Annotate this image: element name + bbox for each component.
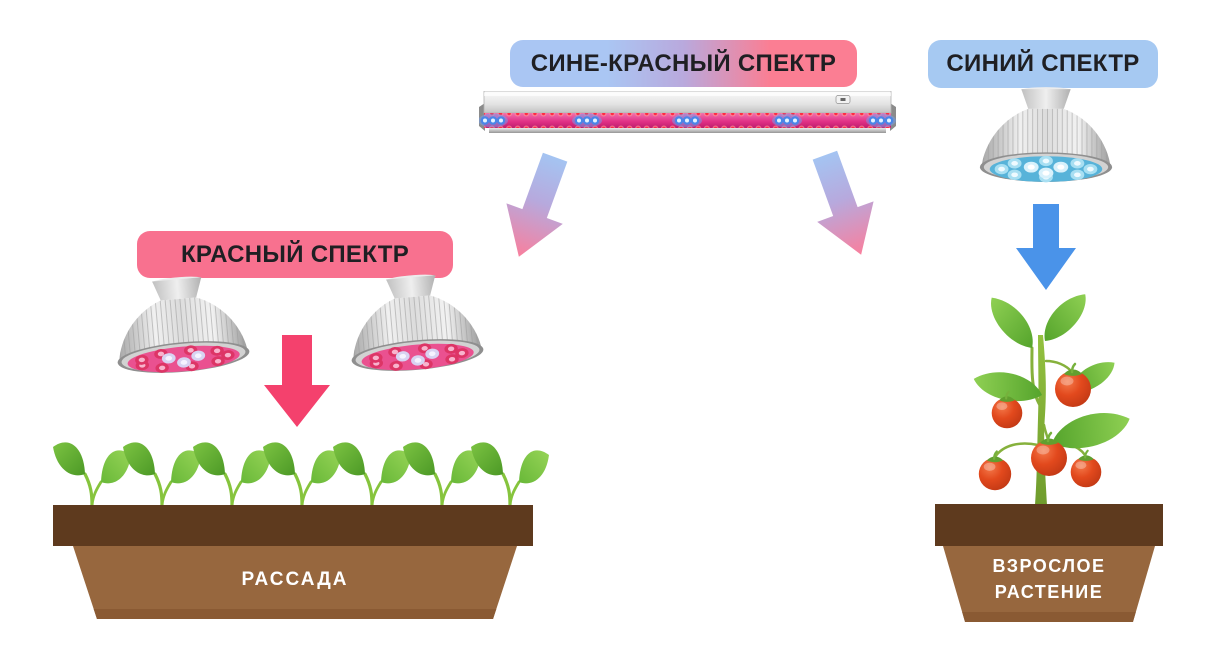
seedling-icon [261, 440, 343, 506]
blue-led-lamp-icon [971, 87, 1121, 190]
tomato-plant-icon [973, 293, 1133, 505]
red-spectrum-label: КРАСНЫЙ СПЕКТР [137, 231, 453, 278]
adult-pot-label: ВЗРОСЛОЕ РАСТЕНИЕ [993, 553, 1106, 605]
red-spectrum-arrow-down-icon [264, 335, 330, 427]
seedling-icon [401, 440, 483, 506]
seedling-planter-rim [53, 505, 533, 546]
planter-bottom-band [73, 609, 517, 619]
tomato-icon [977, 450, 1013, 492]
red-led-lamp-right-icon [336, 269, 494, 385]
blue-led-clusters [479, 113, 896, 128]
seedling-icon [331, 440, 413, 506]
adult-pot-label-line2: РАСТЕНИЕ [994, 582, 1104, 602]
seedlings-row [51, 440, 551, 506]
seedling-planter-body: РАССАДА [73, 546, 517, 619]
seedling-planter-label: РАССАДА [241, 568, 349, 590]
adult-pot-body: ВЗРОСЛОЕ РАСТЕНИЕ [943, 546, 1155, 622]
seedling-icon [191, 440, 273, 506]
pot-bottom-band [943, 612, 1155, 622]
blue-spectrum-arrow-down-icon [1016, 204, 1076, 290]
gradient-arrow-down-left-icon [506, 152, 568, 257]
blue-red-spectrum-label: СИНЕ-КРАСНЫЙ СПЕКТР [510, 40, 857, 87]
adult-pot-rim [935, 504, 1163, 546]
blue-spectrum-label: СИНИЙ СПЕКТР [928, 40, 1158, 88]
seedling-icon [51, 440, 133, 506]
seedling-icon [121, 440, 203, 506]
gradient-arrow-down-right-icon [812, 150, 874, 255]
red-led-lamp-left-icon [102, 271, 260, 387]
tomato-icon [1069, 449, 1103, 489]
adult-pot-label-line1: ВЗРОСЛОЕ [992, 556, 1106, 576]
seedling-icon [469, 440, 551, 506]
led-bar-grow-light-icon [479, 91, 896, 133]
